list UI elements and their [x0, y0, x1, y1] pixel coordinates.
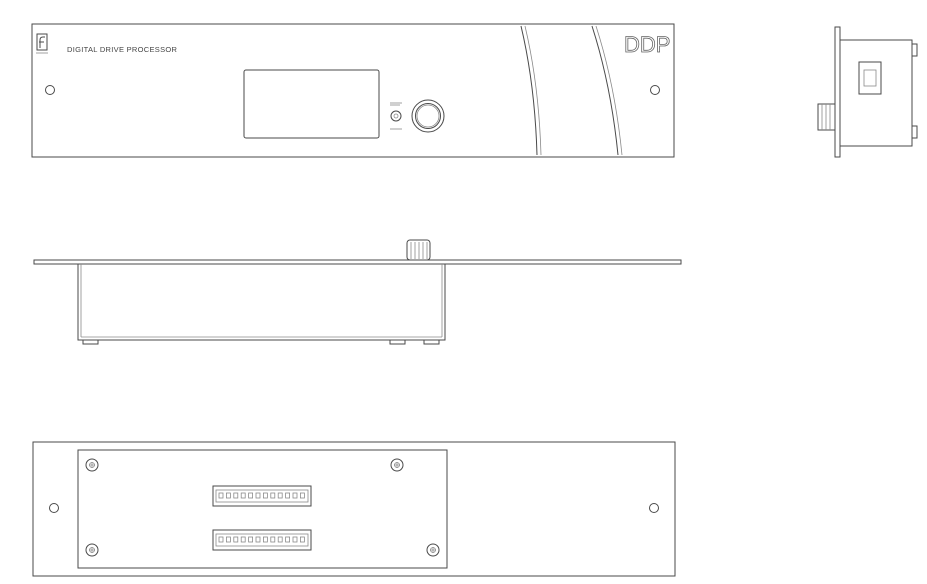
terminal-pin	[277, 492, 283, 499]
side-view	[817, 26, 918, 158]
screw	[390, 458, 404, 472]
rear-panel-outline	[32, 441, 676, 577]
side-knob	[817, 103, 836, 131]
top-chassis	[77, 263, 446, 341]
side-chassis	[839, 39, 913, 147]
lcd-display	[243, 69, 380, 139]
rack-mount-hole-right	[650, 85, 660, 95]
screw	[85, 543, 99, 557]
rack-mount-hole-left	[45, 85, 55, 95]
top-front-plate	[33, 259, 682, 265]
rotary-encoder-knob	[411, 99, 445, 133]
side-rear-tab-bottom	[911, 125, 918, 139]
top-feet	[82, 339, 440, 345]
decor-curve-1	[520, 25, 538, 156]
terminal-pin	[240, 492, 246, 499]
menu-button	[390, 102, 402, 130]
terminal-pin	[262, 536, 268, 543]
terminal-pin	[270, 536, 276, 543]
side-front-plate	[834, 26, 841, 158]
terminal-pin	[248, 492, 254, 499]
terminal-block-bottom	[212, 529, 312, 551]
terminal-pin	[255, 492, 261, 499]
terminal-pin	[225, 536, 231, 543]
terminal-pin	[218, 492, 224, 499]
rear-mount-hole-left	[49, 503, 59, 513]
terminal-pin	[285, 492, 291, 499]
terminal-pin	[233, 492, 239, 499]
terminal-pin	[277, 536, 283, 543]
rear-chassis-plate	[77, 449, 448, 569]
front-view: DIGITAL DRIVE PROCESSOR DDP	[31, 23, 675, 158]
terminal-pin	[285, 536, 291, 543]
terminal-pin	[233, 536, 239, 543]
screw	[426, 543, 440, 557]
terminal-pin	[255, 536, 261, 543]
decor-curve-2	[591, 25, 619, 156]
terminal-pin	[292, 492, 298, 499]
side-rear-tab-top	[911, 43, 918, 57]
front-panel-outline	[31, 23, 675, 158]
brand-logo	[36, 33, 48, 54]
terminal-pin	[225, 492, 231, 499]
terminal-block-top	[212, 485, 312, 507]
terminal-pin	[248, 536, 254, 543]
terminal-pin	[218, 536, 224, 543]
top-knob	[406, 239, 431, 261]
rear-mount-hole-right	[649, 503, 659, 513]
terminal-pin	[299, 492, 305, 499]
terminal-pin	[299, 536, 305, 543]
rear-view	[32, 441, 676, 577]
terminal-pin	[240, 536, 246, 543]
brand-mark: DDP	[624, 32, 670, 57]
terminal-pin	[262, 492, 268, 499]
terminal-pin	[270, 492, 276, 499]
screw	[85, 458, 99, 472]
side-connector	[858, 61, 882, 95]
model-label: DIGITAL DRIVE PROCESSOR	[67, 45, 178, 54]
terminal-pin	[292, 536, 298, 543]
top-view	[33, 239, 682, 345]
